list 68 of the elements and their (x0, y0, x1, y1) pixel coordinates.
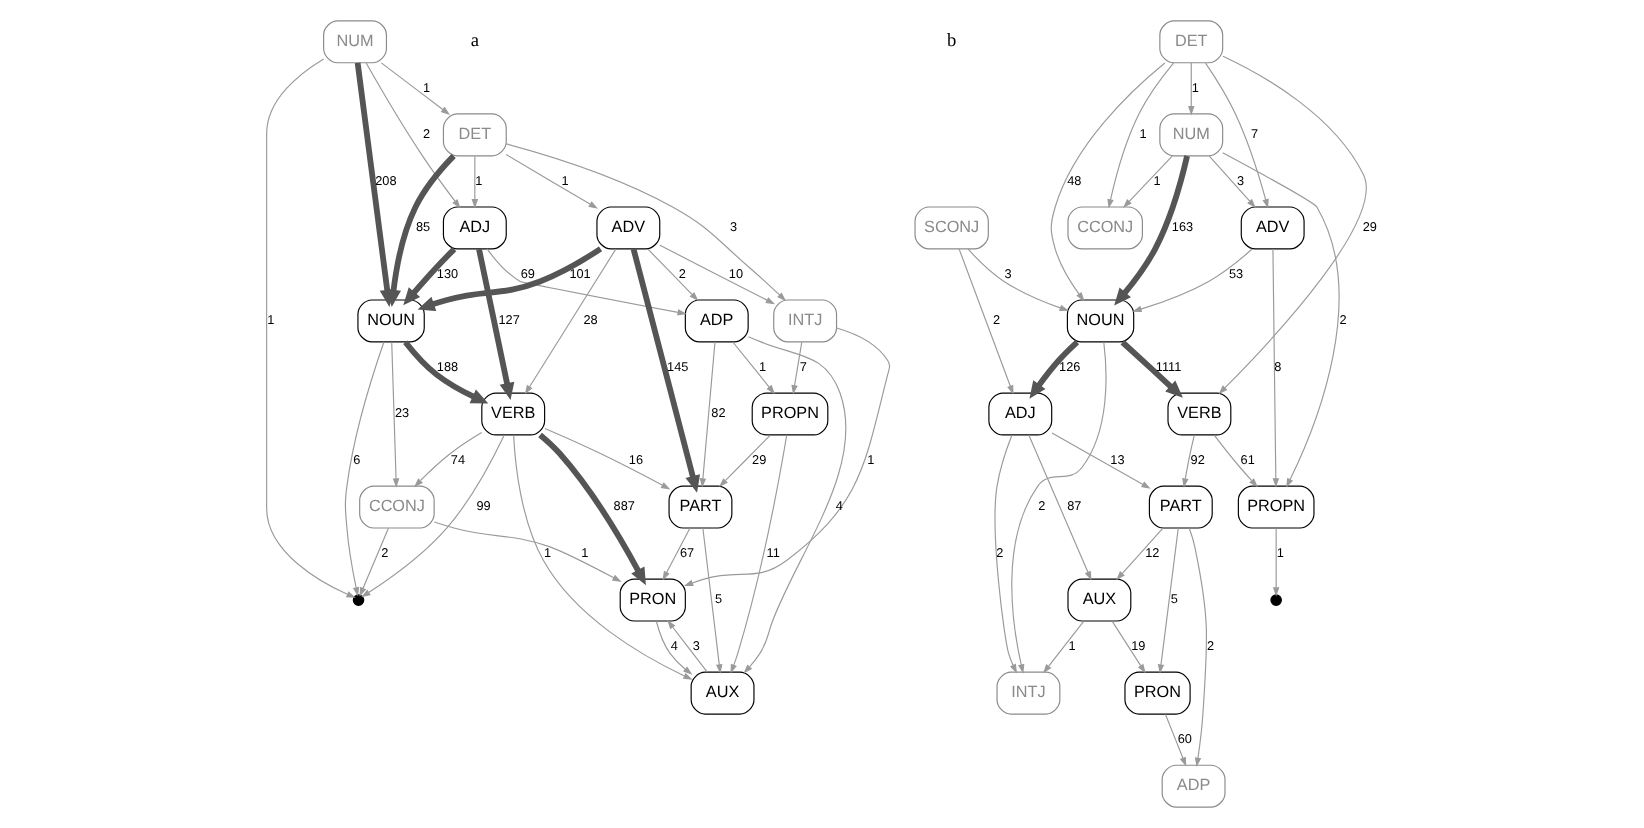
arrow (647, 248, 699, 301)
arrow (1028, 434, 1092, 581)
arrow (361, 434, 505, 598)
arrow (659, 244, 776, 305)
arrow (513, 434, 693, 680)
arrow (1111, 620, 1146, 674)
arrow (1208, 155, 1256, 208)
node-circle (352, 594, 365, 606)
arrow (1116, 527, 1164, 581)
arrow (1272, 527, 1280, 597)
arrow (667, 620, 708, 673)
arrow (1188, 527, 1208, 767)
arrow (433, 521, 622, 582)
arrow (630, 248, 700, 493)
arrow (1188, 62, 1195, 116)
arrow (719, 434, 771, 488)
arrow (417, 246, 603, 312)
arrow (1182, 434, 1195, 488)
arrow (505, 154, 598, 209)
arrow (476, 248, 515, 400)
arrow (486, 248, 687, 316)
arrow (386, 153, 456, 307)
arrow (1222, 152, 1340, 488)
label: a (470, 32, 479, 53)
arrow (524, 248, 617, 395)
arrow (967, 248, 1069, 311)
arrow (414, 432, 483, 488)
arrow (1107, 62, 1175, 209)
arrow (266, 58, 356, 598)
arrow (1272, 248, 1280, 488)
label: b (947, 32, 957, 53)
arrow (1029, 339, 1080, 399)
arrow (1043, 620, 1085, 674)
arrow (1050, 62, 1166, 302)
arrow (1123, 155, 1173, 208)
arrow (791, 341, 803, 395)
arrow (1011, 341, 1107, 674)
arrow (380, 62, 450, 115)
arrow (359, 527, 389, 597)
arrow (655, 620, 693, 675)
arrow (1114, 155, 1190, 306)
arrow (994, 434, 1017, 674)
arrow (1132, 248, 1253, 313)
arrow (505, 143, 787, 302)
arrow (662, 527, 691, 581)
arrow (1157, 527, 1179, 674)
arrow (391, 341, 400, 488)
arrow (365, 62, 461, 209)
node-circle (1270, 594, 1282, 606)
arrow (743, 336, 847, 674)
arrow (1218, 55, 1367, 395)
arrow (344, 341, 385, 597)
arrow (1164, 713, 1187, 767)
arrow (702, 527, 723, 674)
arrow (958, 248, 1014, 395)
arrow (732, 341, 775, 395)
arrow (403, 340, 489, 404)
arrow (730, 434, 788, 674)
arrow (1051, 432, 1151, 489)
arrow (1213, 434, 1258, 488)
arrow (538, 432, 646, 586)
arrow (1120, 340, 1183, 398)
arrow (471, 155, 479, 209)
arrow (1205, 62, 1269, 209)
arrow (683, 327, 891, 587)
arrow (544, 427, 671, 490)
arrow (403, 247, 457, 306)
arrow (699, 341, 716, 488)
